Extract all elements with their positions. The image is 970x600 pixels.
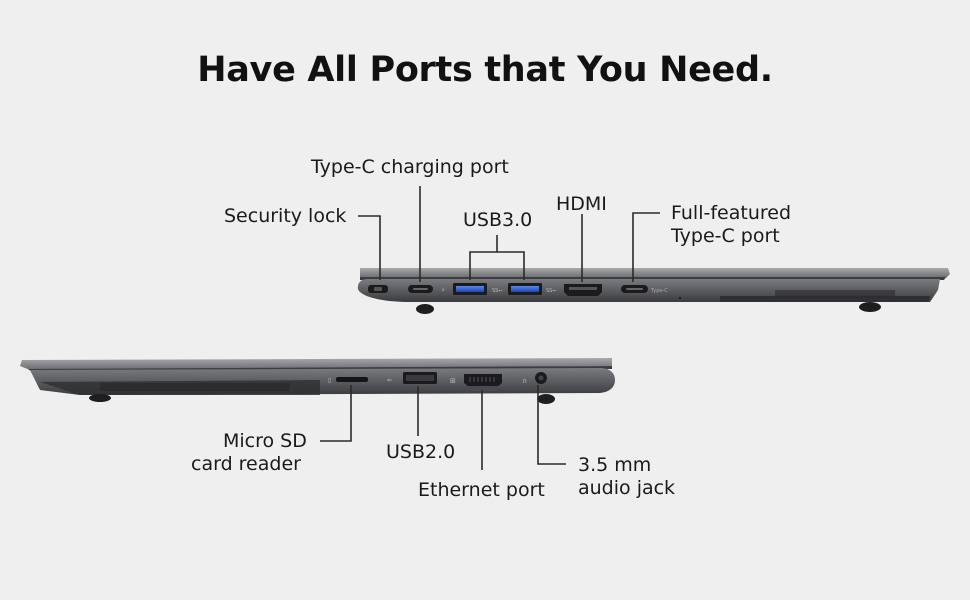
ethernet-label: Ethernet port bbox=[418, 479, 545, 501]
laptop-lid bbox=[360, 268, 950, 278]
usb30-label: USB3.0 bbox=[463, 209, 533, 231]
top-leader-lines bbox=[358, 186, 660, 282]
full-featured-line1: Full-featured bbox=[671, 202, 792, 224]
usb-icon: ⇐ bbox=[387, 377, 392, 384]
micro-sd-line1: Micro SD bbox=[223, 430, 307, 452]
headphone-icon: ∩ bbox=[522, 377, 527, 385]
hdmi-label: HDMI bbox=[556, 193, 607, 215]
type-c-icon: Type-C bbox=[650, 288, 668, 294]
laptop-right-side: ⚡ SS⇐ SS⇐ Type-C bbox=[357, 268, 950, 314]
full-featured-type-c-label: Full-featured Type-C port bbox=[671, 202, 791, 248]
laptop-foot bbox=[416, 304, 434, 314]
audio-line1: 3.5 mm bbox=[578, 454, 652, 476]
laptop-foot bbox=[89, 394, 111, 402]
micro-sd-slot bbox=[336, 377, 368, 382]
bottom-leader-lines bbox=[320, 385, 566, 470]
micro-sd-label: Micro SD bbox=[221, 430, 307, 453]
laptop-foot bbox=[859, 302, 881, 312]
page-title: Have All Ports that You Need. bbox=[197, 50, 773, 90]
type-c-charging-label: Type-C charging port bbox=[311, 156, 509, 178]
network-icon: ⊞ bbox=[450, 377, 456, 385]
audio-line2: audio jack bbox=[578, 477, 676, 499]
security-lock-label: Security lock bbox=[224, 205, 347, 227]
full-featured-line2: Type-C port bbox=[671, 225, 780, 247]
vent-grille bbox=[775, 290, 895, 298]
usb-ss-icon: SS⇐ bbox=[492, 288, 503, 294]
audio-jack-label: 3.5 mm audio jack bbox=[578, 454, 675, 500]
usb-ss-icon: SS⇐ bbox=[546, 288, 557, 294]
charging-icon: ⚡ bbox=[441, 287, 445, 294]
laptop-foot bbox=[537, 394, 555, 404]
vent-grille bbox=[100, 383, 290, 391]
usb20-label: USB2.0 bbox=[386, 441, 456, 463]
laptop-left-side: ▯ ⇐ ⊞ ∩ bbox=[20, 358, 615, 404]
card-reader-label: card reader bbox=[191, 453, 301, 475]
sd-card-icon: ▯ bbox=[328, 377, 331, 384]
